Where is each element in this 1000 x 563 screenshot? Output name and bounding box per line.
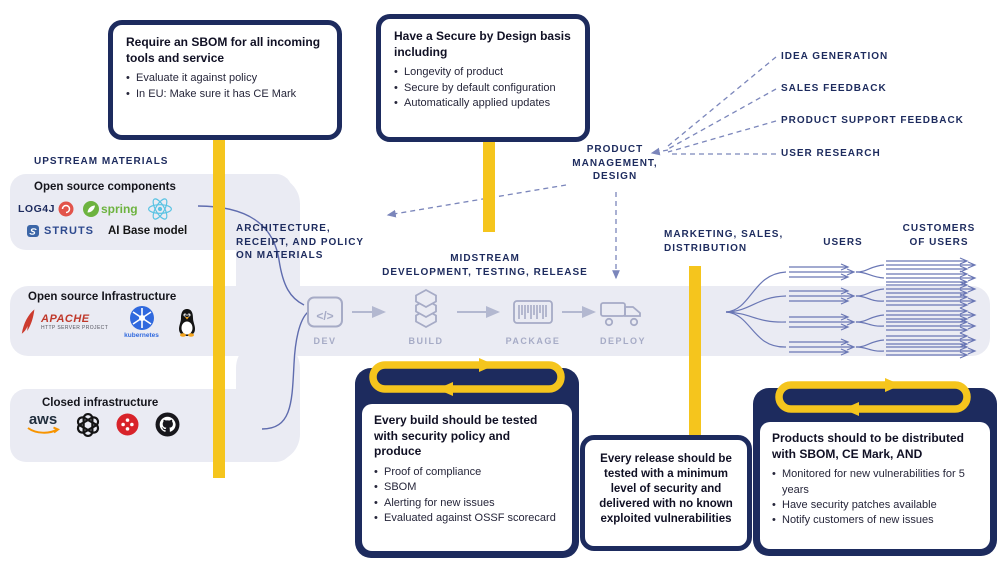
- openai-icon: [76, 412, 100, 437]
- kubernetes-logo: kubernetes: [124, 305, 159, 339]
- bullet: In EU: Make sure it has CE Mark: [126, 87, 324, 103]
- callout-distribute-body: Products should to be distributed with S…: [760, 422, 990, 549]
- bullet: Notify customers of new issues: [772, 513, 978, 529]
- log4j-icon: [58, 201, 74, 217]
- yellow-bar-secure-design: [483, 140, 495, 232]
- midstream-line2: DEVELOPMENT, TESTING, RELEASE: [382, 266, 588, 278]
- bullet: SBOM: [374, 480, 560, 496]
- architecture-line1: ARCHITECTURE,: [236, 223, 331, 234]
- struts-logo: STRUTS: [26, 224, 94, 238]
- bullet: Longevity of product: [394, 65, 572, 81]
- pipeline-label-package: PACKAGE: [505, 336, 561, 346]
- callout-distribute-title: Products should to be distributed with S…: [772, 431, 964, 461]
- spring-logo: spring: [82, 201, 138, 217]
- bullet: Evaluate it against policy: [126, 71, 324, 87]
- bullet: Monitored for new vulnerabilities for 5 …: [772, 467, 978, 498]
- spring-icon: [82, 201, 99, 217]
- aws-logo: aws: [26, 412, 60, 437]
- feedback-product-support: PRODUCT SUPPORT FEEDBACK: [781, 115, 964, 126]
- customers-line1: CUSTOMERS: [902, 223, 976, 234]
- callout-distribute-bullets: Monitored for new vulnerabilities for 5 …: [772, 467, 978, 529]
- callout-secure-title: Have a Secure by Design basis including: [394, 29, 571, 59]
- infrastructure-title: Open source Infrastructure: [28, 291, 177, 303]
- yellow-bar-sbom: [213, 138, 225, 478]
- bullet: Secure by default configuration: [394, 81, 572, 97]
- pipeline-label-build: BUILD: [408, 336, 444, 346]
- components-logo-row-1: LOG4J spring: [18, 196, 173, 222]
- apache-wordmark: APACHE: [41, 313, 90, 325]
- apache-subtitle: HTTP SERVER PROJECT: [41, 325, 109, 331]
- bullet: Proof of compliance: [374, 465, 560, 481]
- pipeline-label-dev: DEV: [313, 336, 337, 346]
- feedback-loop-icon: [369, 358, 565, 396]
- package-icon: [513, 300, 553, 324]
- callout-release-title: Every release should be tested with a mi…: [599, 453, 733, 525]
- bullet: Have security patches available: [772, 498, 978, 514]
- callout-secure-bullets: Longevity of product Secure by default c…: [394, 65, 572, 112]
- closed-box-bg: [10, 389, 292, 462]
- kubernetes-wordmark: kubernetes: [124, 332, 159, 339]
- midstream-label: MIDSTREAM DEVELOPMENT, TESTING, RELEASE: [365, 252, 605, 279]
- components-title: Open source components: [34, 181, 176, 193]
- bullet: Automatically applied updates: [394, 96, 572, 112]
- kubernetes-icon: [129, 306, 154, 330]
- architecture-line2: RECEIPT, AND POLICY: [236, 236, 365, 248]
- infrastructure-logo-row: APACHE HTTP SERVER PROJECT kubernetes: [20, 305, 199, 339]
- callout-release: Every release should be tested with a mi…: [580, 435, 752, 551]
- components-logo-row-2: STRUTS AI Base model: [26, 224, 187, 238]
- github-icon: [155, 412, 180, 437]
- feedback-loop-icon: [775, 378, 971, 416]
- callout-build-title: Every build should be tested with securi…: [374, 413, 538, 459]
- apache-logo: APACHE HTTP SERVER PROJECT: [20, 307, 108, 337]
- yellow-bar-release: [689, 266, 701, 452]
- struts-icon: [27, 225, 39, 237]
- marketing-line2: DISTRIBUTION: [664, 242, 748, 254]
- product-mgmt-label: PRODUCT MANAGEMENT, DESIGN: [566, 143, 664, 184]
- callout-sbom: Require an SBOM for all incoming tools a…: [108, 20, 342, 140]
- bullet: Evaluated against OSSF scorecard: [374, 511, 560, 527]
- customers-line2: OF USERS: [909, 236, 969, 248]
- callout-build: Every build should be tested with securi…: [355, 358, 579, 558]
- midstream-line1: MIDSTREAM: [450, 253, 520, 264]
- marketing-label: MARKETING, SALES, DISTRIBUTION: [664, 228, 804, 255]
- closed-title: Closed infrastructure: [42, 397, 159, 409]
- red-dots-icon: [116, 413, 139, 436]
- product-mgmt-line2: MANAGEMENT,: [572, 157, 658, 169]
- callout-distribute: Products should to be distributed with S…: [753, 378, 997, 556]
- callout-build-body: Every build should be tested with securi…: [362, 404, 572, 551]
- callout-sbom-bullets: Evaluate it against policy In EU: Make s…: [126, 71, 324, 102]
- pipeline-label-deploy: DEPLOY: [599, 336, 646, 346]
- linux-tux-icon: [178, 309, 195, 337]
- aws-smile-icon: [27, 426, 60, 434]
- closed-logo-row: aws: [26, 412, 180, 437]
- dev-code-glyph: </>: [316, 309, 334, 323]
- feedback-user-research: USER RESEARCH: [781, 148, 881, 159]
- log4j-logo: LOG4J: [18, 201, 74, 217]
- marketing-line1: MARKETING, SALES,: [664, 229, 784, 240]
- apache-feather-icon: [21, 309, 35, 334]
- ai-base-model-label: AI Base model: [108, 225, 188, 237]
- upstream-materials-label: UPSTREAM MATERIALS: [34, 156, 169, 167]
- users-label: USERS: [823, 237, 863, 248]
- feedback-idea-generation: IDEA GENERATION: [781, 51, 889, 62]
- react-icon: [147, 198, 172, 220]
- product-mgmt-line3: DESIGN: [592, 171, 638, 182]
- callout-build-bullets: Proof of compliance SBOM Alerting for ne…: [374, 465, 560, 527]
- bullet: Alerting for new issues: [374, 496, 560, 512]
- callout-secure-design: Have a Secure by Design basis including …: [376, 14, 590, 142]
- callout-sbom-title: Require an SBOM for all incoming tools a…: [126, 35, 321, 65]
- feedback-sales: SALES FEEDBACK: [781, 83, 887, 94]
- build-icon: [415, 288, 437, 329]
- customers-label: CUSTOMERS OF USERS: [894, 222, 984, 249]
- deploy-truck-icon: [600, 302, 641, 327]
- product-mgmt-line1: PRODUCT: [586, 144, 644, 155]
